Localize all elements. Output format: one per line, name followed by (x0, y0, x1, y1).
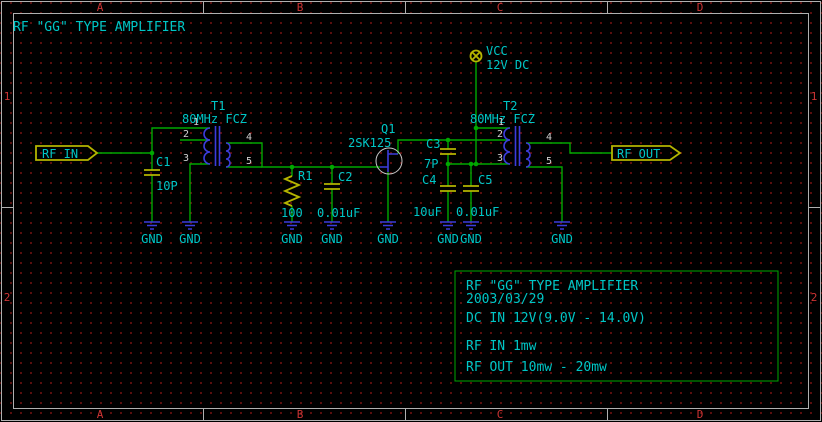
t1-ref-label: T1 (211, 99, 225, 113)
t2-pin-number: 5 (546, 156, 552, 167)
border-marker: B (297, 408, 304, 421)
t2-pin-number: 3 (497, 153, 503, 164)
capacitor-c2[interactable]: C2 0.01uF (317, 170, 360, 220)
notes-rf-out: RF OUT 10mw - 20mw (466, 360, 607, 375)
vcc-label: VCC (486, 44, 508, 58)
vcc-power-flag[interactable]: VCC 12V DC (469, 44, 530, 72)
border-marker: D (697, 1, 704, 14)
border-marker: A (97, 1, 104, 14)
border-marker: D (697, 408, 704, 421)
rf-out-label: RF OUT (617, 147, 660, 161)
q1-ref-label: Q1 (381, 122, 395, 136)
resistor-r1[interactable]: R1 100 (281, 169, 312, 220)
rf-in-label: RF IN (42, 147, 78, 161)
c1-value-label: 10P (156, 179, 178, 193)
r1-ref-label: R1 (298, 169, 312, 183)
wire-segments[interactable] (97, 62, 612, 222)
q1-value-label: 2SK125 (348, 136, 391, 150)
gnd-label: GND (377, 232, 399, 246)
notes-rf-in: RF IN 1mw (466, 339, 537, 354)
gnd-label: GND (281, 232, 303, 246)
c1-ref-label: C1 (156, 155, 170, 169)
c4-ref-label: C4 (422, 173, 436, 187)
gnd-label: GND (141, 232, 163, 246)
net-flag-rf-in[interactable]: RF IN (35, 145, 99, 161)
t1-pin-number: 2 (183, 129, 189, 140)
c5-value-label: 0.01uF (456, 205, 499, 219)
border-marker: 2 (811, 291, 818, 304)
net-flag-rf-out[interactable]: RF OUT (611, 145, 682, 161)
gnd-label: GND (437, 232, 459, 246)
border-marker: A (97, 408, 104, 421)
gnd-symbol[interactable]: GND (179, 221, 201, 246)
border-marker: B (297, 1, 304, 14)
t2-pin-number: 1 (498, 117, 504, 128)
t1-pin-number: 5 (246, 156, 252, 167)
c4-value-label: 10uF (413, 205, 442, 219)
t2-pin-number: 2 (497, 129, 503, 140)
capacitor-c1[interactable]: C1 10P (143, 155, 178, 193)
sheet-title: RF "GG" TYPE AMPLIFIER (13, 20, 185, 35)
gnd-label: GND (179, 232, 201, 246)
transformer-t2[interactable]: T2 80MHz FCZ 1 2 3 4 5 (470, 99, 552, 168)
border-marker: 2 (4, 291, 11, 304)
capacitor-c4[interactable]: C4 10uF (413, 173, 457, 219)
notes-date: 2003/03/29 (466, 292, 544, 307)
border-markers: A B C D A B C D 1 2 1 2 (4, 1, 818, 421)
r1-value-label: 100 (281, 206, 303, 220)
t1-pin-number: 4 (246, 132, 252, 143)
gnd-label: GND (551, 232, 573, 246)
t1-pin-number: 1 (193, 117, 199, 128)
gnd-symbol[interactable]: GND (460, 221, 482, 246)
transistor-q1[interactable]: Q1 2SK125 (348, 122, 403, 175)
gnd-label: GND (460, 232, 482, 246)
notes-dc-in: DC IN 12V(9.0V - 14.0V) (466, 311, 646, 326)
t1-value-label: 80MHz FCZ (182, 112, 247, 126)
gnd-symbol[interactable]: GND (281, 221, 303, 246)
c3-ref-label: C3 (426, 137, 440, 151)
ground-symbols[interactable]: GND GND GND GND GND GND GND GND (141, 221, 573, 246)
t2-pin-number: 4 (546, 132, 552, 143)
gnd-symbol[interactable]: GND (437, 221, 459, 246)
notes-box[interactable]: RF "GG" TYPE AMPLIFIER 2003/03/29 DC IN … (454, 270, 779, 382)
capacitor-c3[interactable]: C3 7P (424, 137, 457, 171)
c5-ref-label: C5 (478, 173, 492, 187)
t1-pin-number: 3 (183, 153, 189, 164)
notes-title: RF "GG" TYPE AMPLIFIER (466, 279, 638, 294)
gnd-symbol[interactable]: GND (377, 221, 399, 246)
border-marker: C (497, 1, 504, 14)
border-marker: 1 (4, 90, 11, 103)
gnd-label: GND (321, 232, 343, 246)
c2-ref-label: C2 (338, 170, 352, 184)
border-marker: C (497, 408, 504, 421)
capacitor-c5[interactable]: C5 0.01uF (456, 173, 499, 219)
c3-value-label: 7P (424, 157, 438, 171)
transformer-t1[interactable]: T1 80MHz FCZ 1 2 3 4 5 (182, 99, 252, 168)
vcc-value-label: 12V DC (486, 58, 529, 72)
gnd-symbol[interactable]: GND (321, 221, 343, 246)
gnd-symbol[interactable]: GND (551, 221, 573, 246)
border-marker: 1 (811, 90, 818, 103)
t2-ref-label: T2 (503, 99, 517, 113)
gnd-symbol[interactable]: GND (141, 221, 163, 246)
t2-value-label: 80MHz FCZ (470, 112, 535, 126)
c2-value-label: 0.01uF (317, 206, 360, 220)
junction-dots (149, 125, 479, 170)
